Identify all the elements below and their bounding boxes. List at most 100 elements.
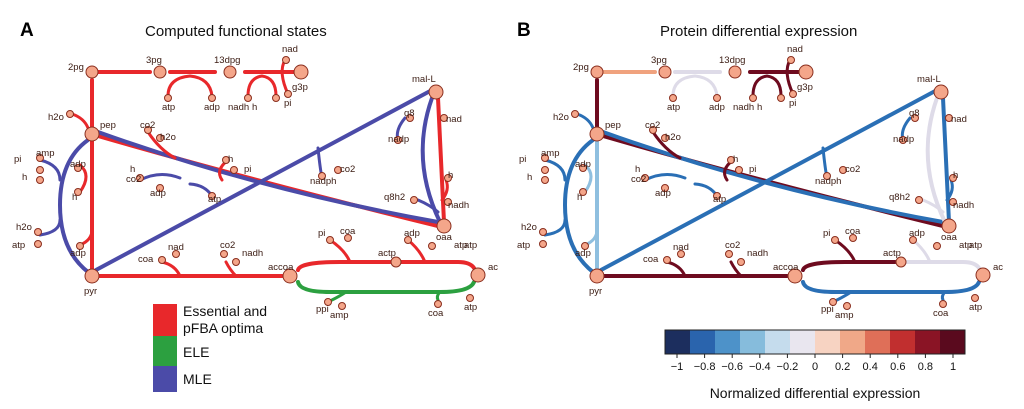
cofactor-node xyxy=(244,94,252,102)
cofactor-node xyxy=(949,198,957,206)
met-label: nadh xyxy=(228,102,249,113)
cofactor-node xyxy=(909,236,917,244)
met-label: co2 xyxy=(725,240,740,251)
cofactor-node xyxy=(649,126,657,134)
node-pyr xyxy=(84,268,100,284)
met-label: oaa xyxy=(436,232,453,243)
cofactor-node xyxy=(581,242,589,250)
colorbar-swatch xyxy=(765,330,791,354)
cofactor-node xyxy=(541,154,549,162)
met-label: h xyxy=(635,164,640,175)
legend-label: ELE xyxy=(183,344,209,360)
met-label: accoa xyxy=(773,262,799,273)
met-label: nadph xyxy=(815,176,841,187)
met-label: nad xyxy=(446,114,462,125)
edge-coa-nad xyxy=(665,260,687,278)
cofactor-node xyxy=(144,126,152,134)
met-label: h2o xyxy=(48,112,64,123)
cofactor-node xyxy=(843,302,851,310)
edge-malL-oaa-red xyxy=(436,96,446,224)
cofactor-node xyxy=(727,156,735,164)
met-label: coa xyxy=(845,226,861,237)
colorbar-tick-label: 0.6 xyxy=(890,361,905,373)
panel-b: B Protein differential expression xyxy=(517,20,1003,401)
edge-coa-atp xyxy=(435,290,442,302)
met-label: pi xyxy=(244,164,251,175)
node-3pg xyxy=(658,65,672,79)
met-label: accoa xyxy=(268,262,294,273)
met-label: ac xyxy=(488,262,498,273)
cofactor-node xyxy=(541,166,549,174)
edge-ppi-amp xyxy=(330,290,348,302)
cofactor-node xyxy=(36,166,44,174)
node-malL xyxy=(933,84,949,100)
edge-h2o-pep xyxy=(70,112,90,130)
cofactor-node xyxy=(36,154,44,162)
met-label: h xyxy=(130,164,135,175)
panel-letter: A xyxy=(20,20,34,41)
cofactor-node xyxy=(394,136,402,144)
met-label: nad xyxy=(168,242,184,253)
met-label: atp xyxy=(162,102,175,113)
cofactor-node xyxy=(164,94,172,102)
panel-letter: B xyxy=(517,20,531,41)
colorbar-tick-label: 0.4 xyxy=(863,361,878,373)
colorbar-swatch xyxy=(890,330,916,354)
colorbar-tick-label: 0 xyxy=(812,361,818,373)
node-pep xyxy=(84,126,100,142)
state-legend: Essential and pFBA optima ELE MLE xyxy=(153,303,267,392)
met-label: amp xyxy=(330,310,348,321)
edge-pyr-malL xyxy=(94,88,434,272)
pathway-edges xyxy=(543,58,981,302)
colorbar-swatch xyxy=(915,330,941,354)
met-label: adp xyxy=(709,102,725,113)
metabolite-labels: 2pg 3pg 13dpg nad g3p pi atp adp nadh h … xyxy=(517,44,1003,321)
cofactor-node xyxy=(899,136,907,144)
cofactor-node xyxy=(406,114,414,122)
cofactor-node xyxy=(344,234,352,242)
met-label: adp xyxy=(70,248,86,259)
cofactor-node xyxy=(663,256,671,264)
met-label: q8h2 xyxy=(889,192,910,203)
cofactor-node xyxy=(34,240,42,248)
cofactor-node xyxy=(725,250,733,258)
met-label: adp xyxy=(575,159,591,170)
met-label: amp xyxy=(36,148,54,159)
node-g3p xyxy=(798,64,814,80)
colorbar-swatch xyxy=(865,330,891,354)
edge-actp-ac xyxy=(903,260,981,270)
panel-a: A Computed functional states xyxy=(12,20,498,392)
cofactor-node xyxy=(661,134,669,142)
edge-accoa-ac-blue xyxy=(801,280,981,294)
cofactor-node xyxy=(831,236,839,244)
node-oaa xyxy=(941,218,957,234)
edge-nad-pi xyxy=(280,58,290,96)
met-label: h xyxy=(228,154,233,165)
edge-pi-coa xyxy=(328,238,352,264)
met-label: h xyxy=(757,102,762,113)
met-label: nadp xyxy=(388,134,409,145)
met-label: h2o xyxy=(521,222,537,233)
legend-label: MLE xyxy=(183,371,212,387)
met-label: h xyxy=(72,192,77,203)
cofactor-node xyxy=(789,90,797,98)
cofactor-node xyxy=(971,294,979,302)
met-label: h xyxy=(953,170,958,181)
colorbar-swatch xyxy=(665,330,691,354)
met-label: coa xyxy=(643,254,659,265)
node-pyr xyxy=(589,268,605,284)
met-label: atp xyxy=(959,240,972,251)
edge-co2-nadh xyxy=(224,260,238,278)
met-label: nadh xyxy=(747,248,768,259)
edge-pi-amp-h xyxy=(38,158,62,182)
met-label: nad xyxy=(673,242,689,253)
met-label: nadh xyxy=(953,200,974,211)
cofactor-node xyxy=(208,192,216,200)
colorbar-tick-label: 0.8 xyxy=(918,361,933,373)
cofactor-node xyxy=(338,302,346,310)
met-label: 2pg xyxy=(573,62,589,73)
met-label: pi xyxy=(284,98,291,109)
cofactor-node xyxy=(158,256,166,264)
edge-pep-pyr-alt xyxy=(562,138,595,274)
